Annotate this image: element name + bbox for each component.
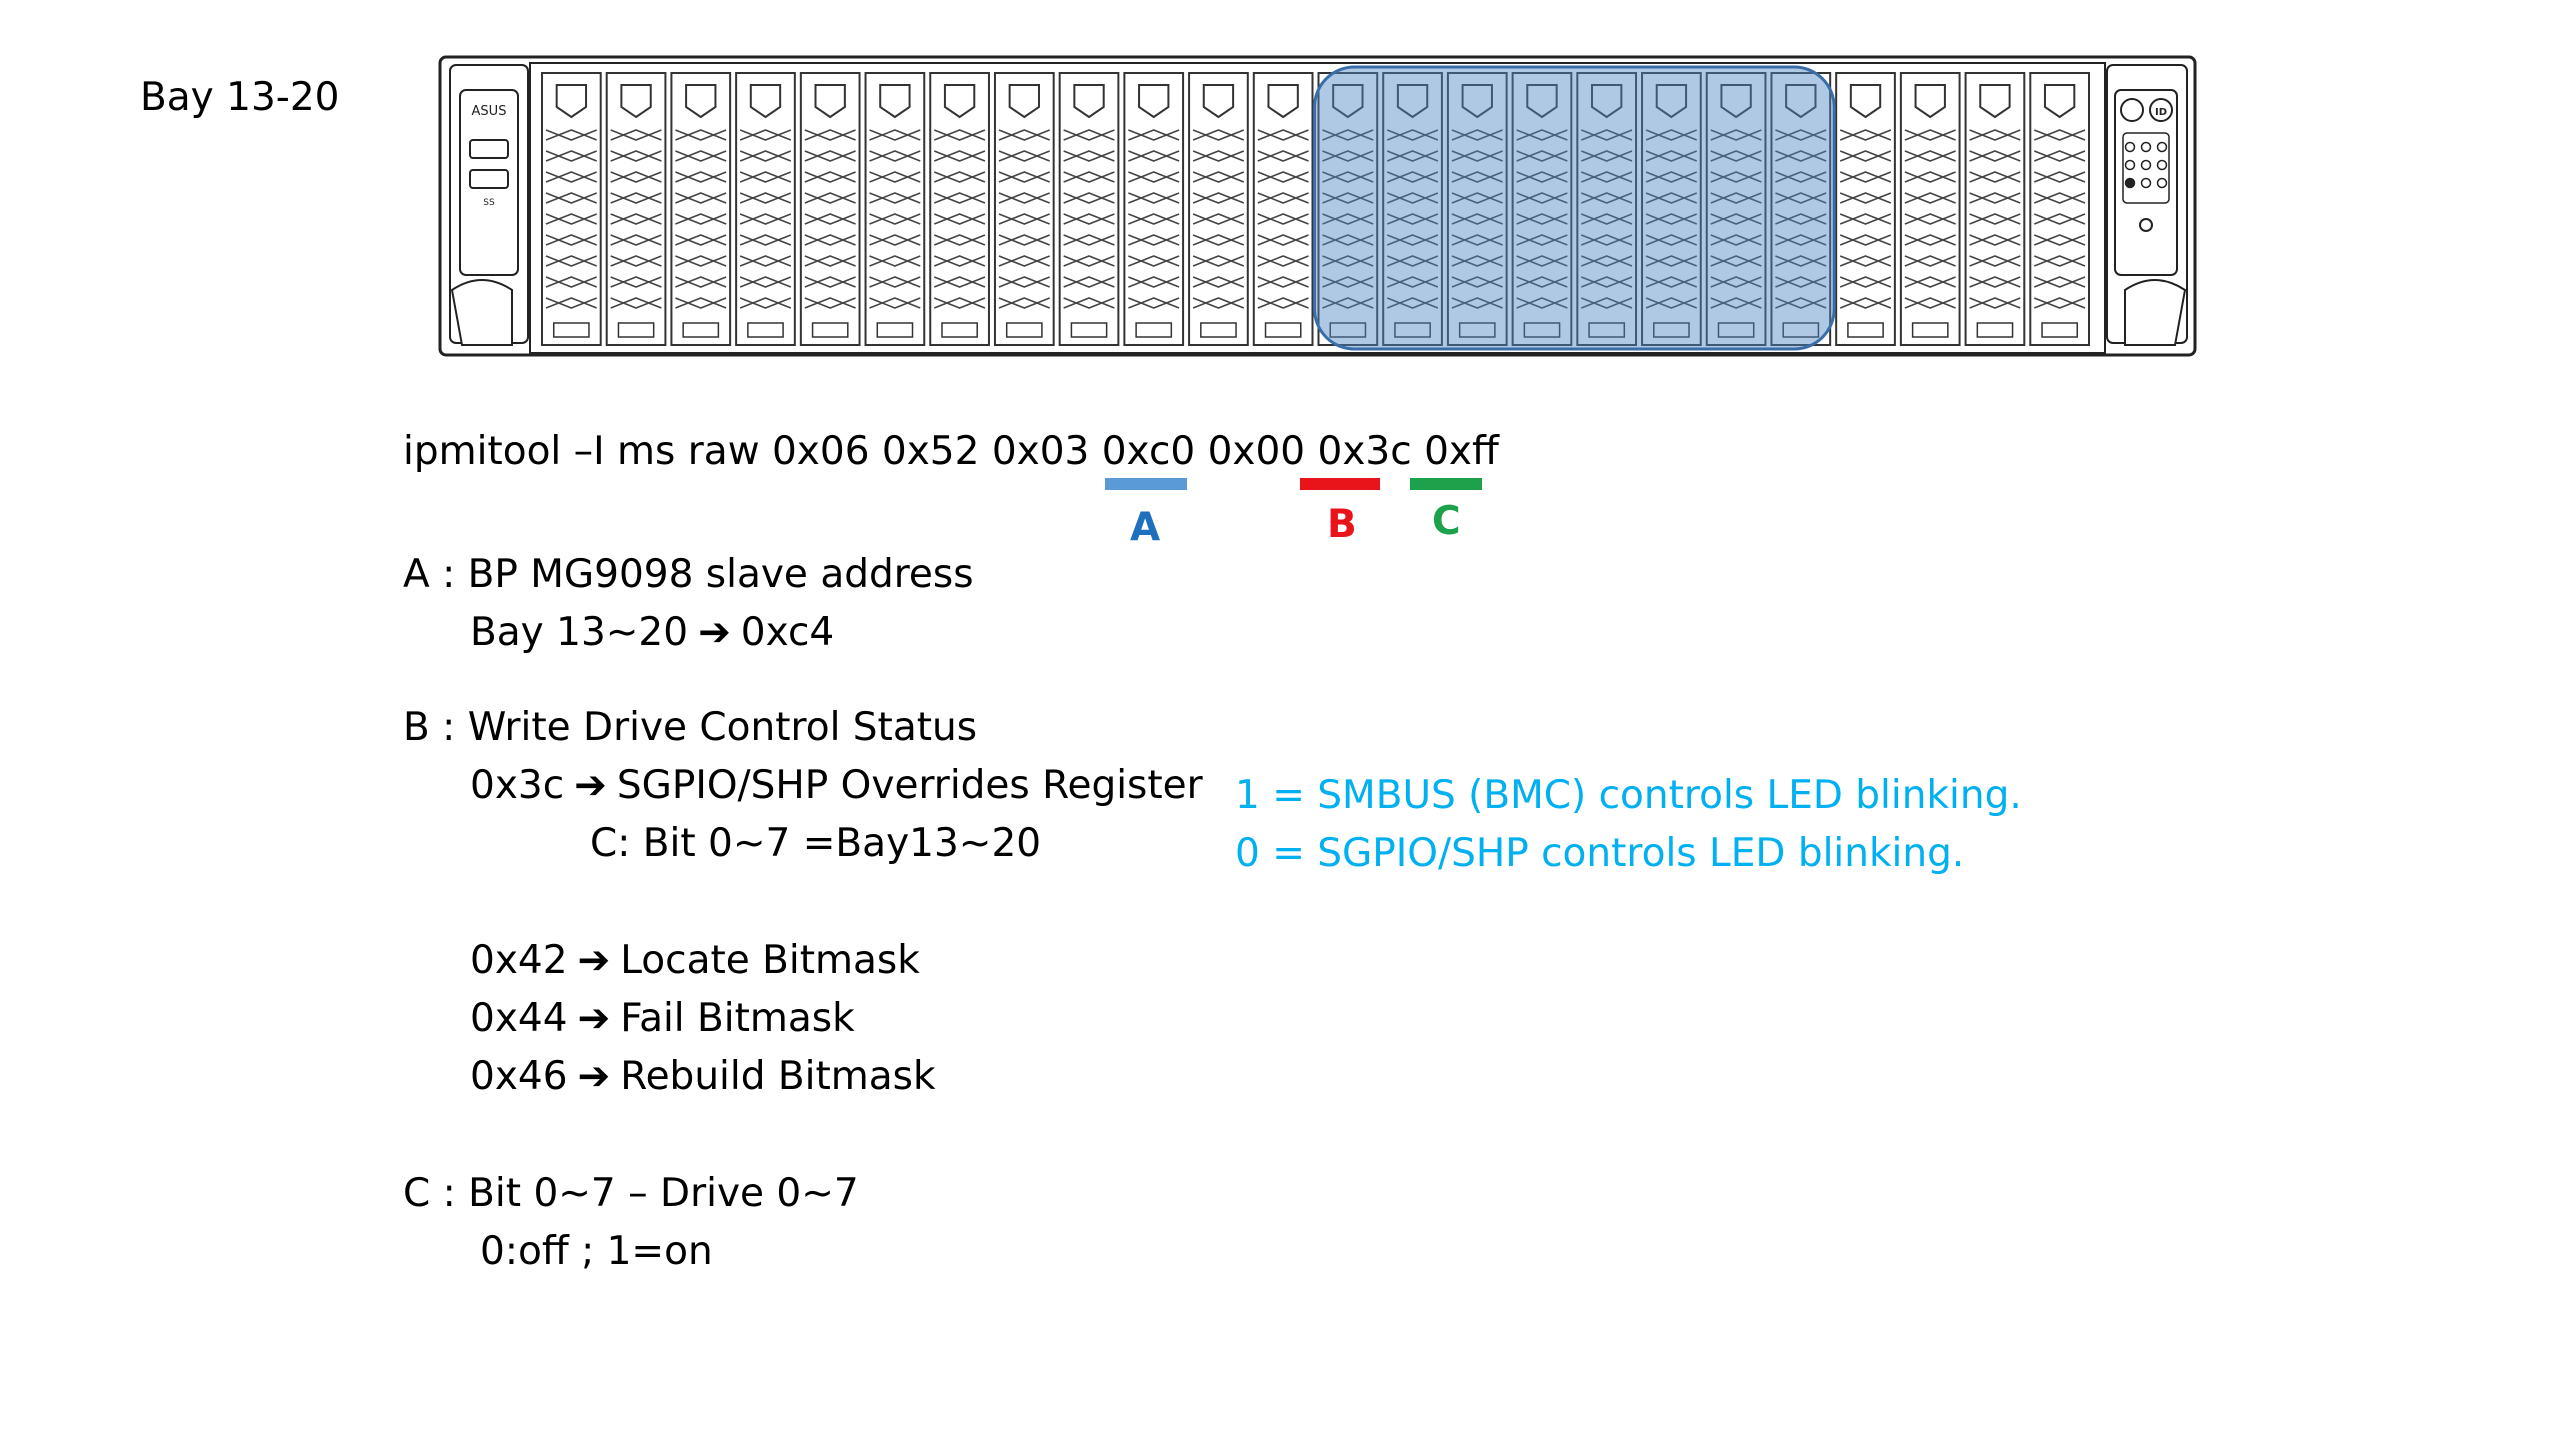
drive-bay (1964, 72, 2026, 346)
marker-c-label: C (1432, 499, 1461, 544)
arrow-icon: ➔ (577, 1054, 611, 1099)
reg2-right: Fail Bitmask (620, 996, 855, 1041)
led-indicator-icon (2140, 141, 2152, 153)
marker-c-underline (1410, 478, 1482, 490)
drive-bay (1835, 72, 1896, 346)
drive-bay (1446, 72, 1508, 346)
led-indicator-icon (2156, 159, 2168, 171)
bay-13-20-highlight (1313, 65, 1836, 351)
section-b-line1-right: SGPIO/SHP Overrides Register (616, 763, 1203, 808)
section-b-reg1: 0x42➔Locate Bitmask (470, 941, 920, 980)
section-b-line1: 0x3c➔SGPIO/SHP Overrides Register (470, 766, 1203, 805)
usb-label: SS (483, 198, 495, 208)
arrow-icon: ➔ (577, 938, 611, 983)
section-b-reg2: 0x44➔Fail Bitmask (470, 999, 855, 1038)
drive-bay (1576, 72, 1638, 346)
drive-bay (929, 72, 990, 346)
section-a-title: A : BP MG9098 slave address (403, 552, 974, 597)
drive-bay (1770, 72, 1832, 346)
drive-bay (1511, 72, 1573, 346)
right-handle (2124, 279, 2187, 346)
drive-bay (864, 72, 926, 346)
arrow-icon: ➔ (574, 763, 607, 808)
ipmitool-command: ipmitool –I ms raw 0x06 0x52 0x03 0xc0 0… (403, 429, 1499, 474)
section-a-line: Bay 13~20➔0xc4 (470, 613, 834, 652)
asus-logo: ASUS (472, 104, 507, 119)
drive-bay (1252, 72, 1314, 346)
drive-bay (735, 72, 796, 346)
reg3-right: Rebuild Bitmask (620, 1054, 936, 1099)
drive-bay (1058, 72, 1120, 346)
reg3-left: 0x46 (470, 1054, 568, 1099)
section-a-line-left: Bay 13~20 (470, 610, 689, 655)
drive-bay (993, 72, 1055, 346)
note-line-1: 1 = SMBUS (BMC) controls LED blinking. (1235, 773, 2022, 818)
id-button-icon (2149, 98, 2173, 122)
marker-a-label: A (1130, 505, 1161, 550)
power-button-icon (2120, 98, 2144, 122)
marker-a-underline (1105, 478, 1187, 490)
arrow-icon: ➔ (577, 996, 611, 1041)
drive-bay (2029, 72, 2090, 346)
usb-port-2 (469, 169, 509, 189)
section-b-line1-left: 0x3c (470, 763, 565, 808)
server-front-panel: ASUS SS ID (438, 55, 2197, 357)
led-indicator-icon (2156, 141, 2168, 153)
drive-bay (1382, 72, 1443, 346)
led-indicator-icon (2140, 177, 2152, 189)
left-handle (450, 279, 513, 346)
led-indicator-icon (2140, 159, 2152, 171)
drive-bay (1899, 72, 1961, 346)
marker-b-underline (1300, 478, 1380, 490)
arrow-icon: ➔ (698, 610, 731, 655)
right-ear: ID (2106, 64, 2188, 346)
drive-bay (541, 72, 602, 346)
reg2-left: 0x44 (470, 996, 568, 1041)
section-c-title: C : Bit 0~7 – Drive 0~7 (403, 1171, 859, 1216)
reg1-left: 0x42 (470, 938, 568, 983)
reg1-right: Locate Bitmask (620, 938, 920, 983)
drive-bay (605, 72, 667, 346)
drive-bay (1188, 72, 1249, 346)
note-line-2: 0 = SGPIO/SHP controls LED blinking. (1235, 831, 1965, 876)
marker-b-label: B (1327, 502, 1357, 547)
drive-bay (1705, 72, 1767, 346)
section-b-line2: C: Bit 0~7 =Bay13~20 (590, 821, 1042, 866)
status-icon (2139, 218, 2153, 232)
drive-bay (799, 72, 861, 346)
led-indicator-icon (2124, 159, 2136, 171)
drive-bay (670, 72, 732, 346)
usb-port-1 (469, 139, 509, 159)
drive-bay (1317, 72, 1379, 346)
section-c-line: 0:off ; 1=on (480, 1229, 713, 1274)
section-b-title: B : Write Drive Control Status (403, 705, 978, 750)
bay-label: Bay 13-20 (140, 75, 340, 120)
id-label: ID (2155, 107, 2167, 118)
led-indicator-icon (2156, 177, 2168, 189)
drive-bay (1123, 72, 1185, 346)
led-indicator-icon (2124, 177, 2136, 189)
drive-bays (541, 72, 2090, 346)
drive-bay (1641, 72, 1702, 346)
led-indicator-icon (2124, 141, 2136, 153)
section-b-reg3: 0x46➔Rebuild Bitmask (470, 1057, 936, 1096)
section-a-line-right: 0xc4 (740, 610, 835, 655)
left-ear: ASUS SS (449, 64, 529, 346)
